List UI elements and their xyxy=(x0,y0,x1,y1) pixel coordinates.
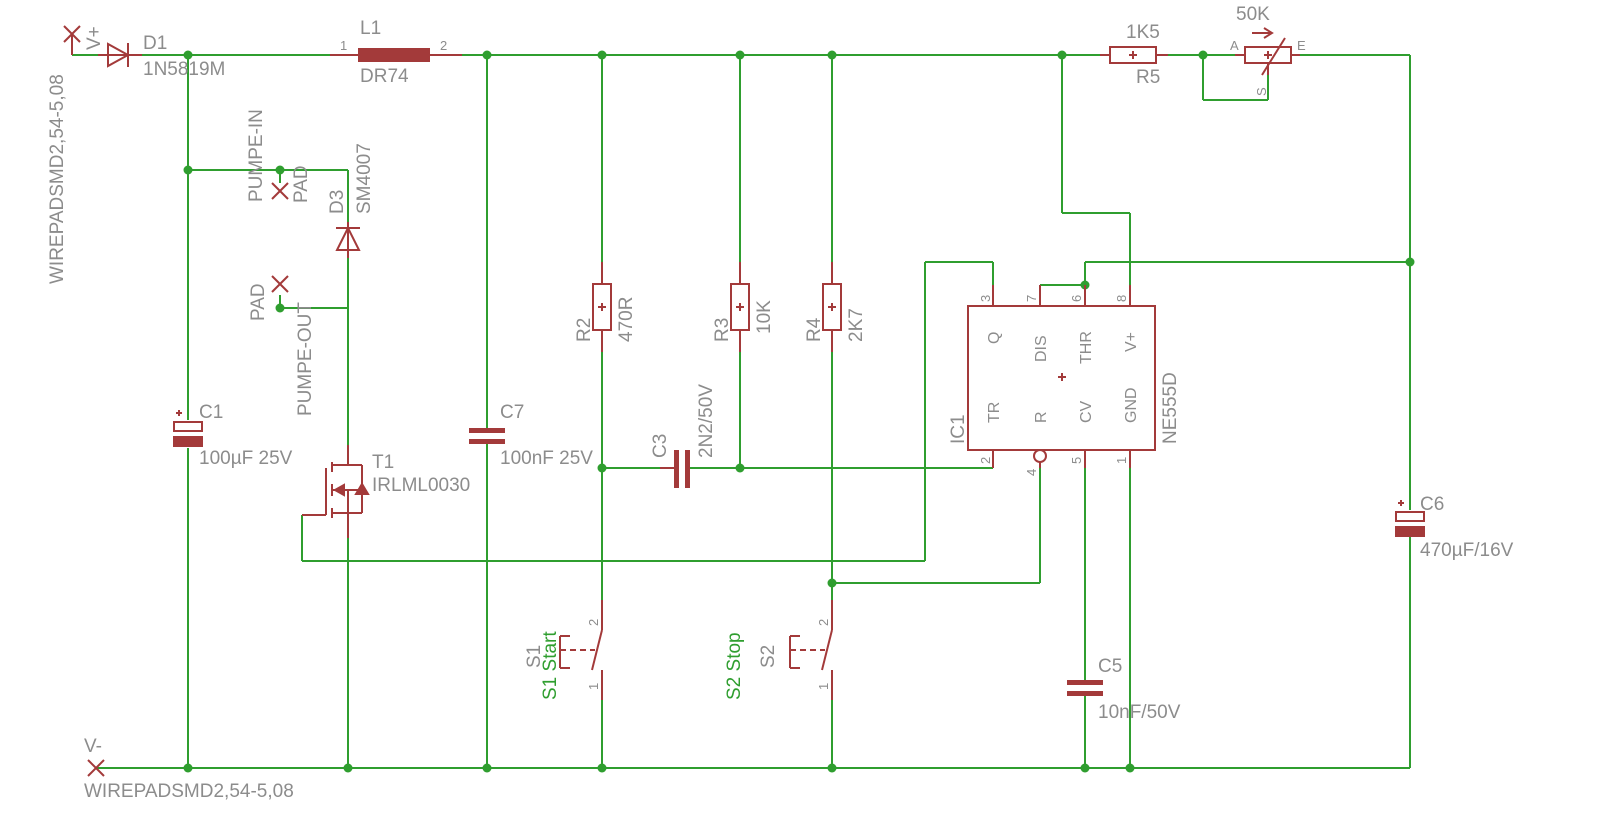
ic1-pin-num-1: 1 xyxy=(1114,457,1129,464)
vplus-pad-package: WIREPADSMD2,54-5,08 xyxy=(47,74,68,284)
ic1-pin-num-5: 5 xyxy=(1069,457,1084,464)
s2-name: S2 xyxy=(758,645,779,668)
l1-value: DR74 xyxy=(360,66,409,87)
s1-name: S1 xyxy=(524,645,545,668)
d3-diode-symbol xyxy=(335,222,361,258)
d1-value: 1N5819M xyxy=(143,59,225,80)
c5-value: 10nF/50V xyxy=(1098,702,1181,723)
r4-name: R4 xyxy=(804,317,825,342)
l1-pin2: 2 xyxy=(440,38,447,53)
ic1-pin-q: Q xyxy=(986,332,1003,344)
ic1-value: NE555D xyxy=(1160,372,1181,444)
ic1-pin-dis: DIS xyxy=(1033,335,1050,362)
c7-capacitor-symbol xyxy=(469,428,505,444)
r2-name: R2 xyxy=(574,318,595,342)
vplus-pad-symbol xyxy=(63,25,81,55)
ic1-pin-r: R xyxy=(1033,411,1050,423)
c3-value: 2N2/50V xyxy=(696,384,717,458)
s1-pin1: 1 xyxy=(586,683,601,690)
t1-name: T1 xyxy=(372,452,394,473)
ic1-pin-num-4: 4 xyxy=(1024,469,1039,476)
vplus-pad-name: V+ xyxy=(84,26,105,50)
r4-value: 2K7 xyxy=(846,308,867,342)
r3-value: 10K xyxy=(754,300,775,334)
ic1-pin-num-3: 3 xyxy=(978,295,993,302)
pumpe-in-name: PUMPE-IN xyxy=(246,109,267,202)
r5-value: 1K5 xyxy=(1126,22,1160,43)
r5-resistor-symbol xyxy=(1100,46,1168,64)
ic1-name: IC1 xyxy=(948,414,969,444)
pumpe-out-name: PUMPE-OUT xyxy=(295,302,316,416)
c5-capacitor-symbol xyxy=(1067,680,1103,696)
s1-pin2: 2 xyxy=(586,619,601,626)
r2-value: 470R xyxy=(616,297,637,342)
pot-pin-s: S xyxy=(1254,87,1269,96)
wires xyxy=(72,54,1411,769)
d3-name: D3 xyxy=(327,190,348,214)
vminus-pad-package: WIREPADSMD2,54-5,08 xyxy=(84,781,294,802)
c6-name: C6 xyxy=(1420,494,1444,515)
ic1-pin-tr: TR xyxy=(986,402,1003,423)
c1-name: C1 xyxy=(199,402,223,423)
vminus-pad-name: V- xyxy=(84,736,102,757)
d1-diode-symbol xyxy=(98,42,142,68)
d3-value: SM4007 xyxy=(354,143,375,214)
c5-name: C5 xyxy=(1098,656,1122,677)
ic1-pin-gnd: GND xyxy=(1123,387,1140,423)
ic1-pin-num-6: 6 xyxy=(1069,295,1084,302)
ic1-pin-num-2: 2 xyxy=(978,457,993,464)
junction-dots xyxy=(183,50,1415,773)
pumpe-out-value: PAD xyxy=(248,283,269,321)
ic1-pin-vplus: V+ xyxy=(1123,332,1140,352)
pot-trimmer-symbol xyxy=(1235,27,1300,76)
pot-value: 50K xyxy=(1236,4,1270,25)
r5-name: R5 xyxy=(1136,67,1160,88)
s2-pushbutton-symbol xyxy=(789,600,833,700)
l1-pin1: 1 xyxy=(340,38,347,53)
c6-value: 470µF/16V xyxy=(1420,540,1514,561)
pumpe-in-value: PAD xyxy=(291,165,312,203)
s2-label: S2 Stop xyxy=(724,632,745,700)
r2-resistor-symbol xyxy=(592,262,612,352)
d1-name: D1 xyxy=(143,33,167,54)
t1-value: IRLML0030 xyxy=(372,475,470,496)
s2-pin1: 1 xyxy=(816,683,831,690)
s1-label: S1 Start xyxy=(540,631,561,700)
pumpe-in-pad-symbol xyxy=(271,182,289,200)
vminus-pad-symbol xyxy=(87,759,105,777)
ic1-pin-num-8: 8 xyxy=(1114,295,1129,302)
c6-capacitor-symbol xyxy=(1395,500,1425,537)
c1-value: 100µF 25V xyxy=(199,448,293,469)
ic1-ne555-symbol xyxy=(967,285,1156,468)
s2-pin2: 2 xyxy=(816,619,831,626)
pumpe-out-pad-symbol xyxy=(271,275,289,293)
ic1-pin-thr: THR xyxy=(1078,331,1095,364)
t1-mosfet-symbol xyxy=(302,445,370,538)
c3-name: C3 xyxy=(650,434,671,458)
c7-name: C7 xyxy=(500,402,524,423)
ic1-pin-num-7: 7 xyxy=(1024,295,1039,302)
ic1-pin-cv: CV xyxy=(1078,400,1095,423)
r3-resistor-symbol xyxy=(730,262,750,352)
r4-resistor-symbol xyxy=(822,262,842,352)
pot-pin-e: E xyxy=(1297,38,1306,53)
c7-value: 100nF 25V xyxy=(500,448,593,469)
s1-pushbutton-symbol xyxy=(559,600,603,700)
pot-pin-a: A xyxy=(1230,38,1239,53)
c1-capacitor-symbol xyxy=(173,410,203,447)
r3-name: R3 xyxy=(712,318,733,342)
l1-name: L1 xyxy=(360,18,381,39)
l1-inductor-symbol xyxy=(330,48,462,62)
c3-capacitor-symbol xyxy=(660,450,690,488)
